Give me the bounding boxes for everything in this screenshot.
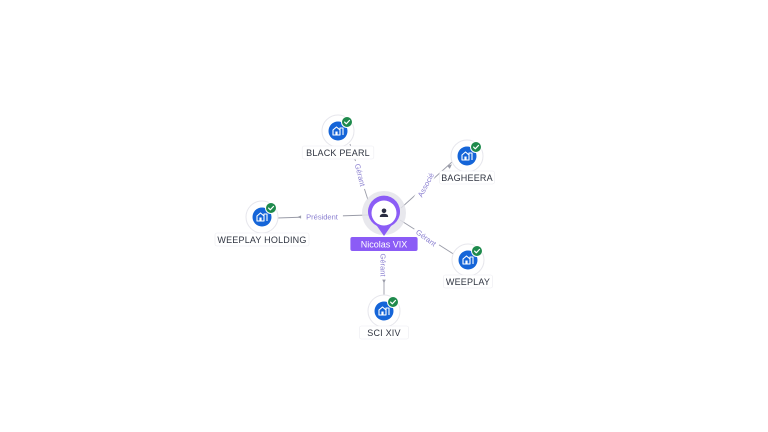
edge-weeplay-holding: Président <box>276 212 369 222</box>
edge-label-bagheera: Associé <box>413 167 438 202</box>
company-node-bagheera[interactable] <box>450 139 484 173</box>
company-name: WEEPLAY <box>446 277 490 287</box>
building-icon <box>462 255 474 265</box>
edge-relation-label: Associé <box>416 171 436 198</box>
company-label-weeplay[interactable]: WEEPLAY <box>443 274 493 289</box>
person-icon <box>379 208 389 217</box>
company-node-weeplay[interactable] <box>451 243 485 277</box>
company-label-weeplay-holding[interactable]: WEEPLAY HOLDING <box>214 232 310 247</box>
center-node[interactable]: Nicolas VIX <box>350 191 418 251</box>
company-node-weeplay-holding[interactable] <box>245 200 279 234</box>
nodes-layer: BLACK PEARL BAGHEERA WEEPLAY HOLDING WEEPLA… <box>214 114 495 340</box>
verified-check-icon <box>341 116 353 128</box>
company-label-sci-xiv[interactable]: SCI XIV <box>359 325 409 340</box>
company-node-black-pearl[interactable] <box>321 114 355 148</box>
building-icon <box>332 126 344 136</box>
edge-relation-label: Gérant <box>379 254 388 278</box>
verified-check-icon <box>265 202 277 214</box>
person-label[interactable]: Nicolas VIX <box>350 237 418 251</box>
edge-relation-label: Gérant <box>353 163 368 188</box>
company-node-sci-xiv[interactable] <box>367 294 401 328</box>
edge-label-black-pearl: Gérant <box>352 159 369 191</box>
company-name: WEEPLAY HOLDING <box>217 235 306 245</box>
edge-arrow <box>447 164 452 169</box>
company-label-bagheera[interactable]: BAGHEERA <box>439 170 495 185</box>
edge-relation-label: Président <box>306 213 339 222</box>
person-name: Nicolas VIX <box>361 239 408 249</box>
company-name: BAGHEERA <box>441 173 493 183</box>
verified-check-icon <box>470 141 482 153</box>
company-label-black-pearl[interactable]: BLACK PEARL <box>301 145 375 160</box>
building-icon <box>256 212 268 222</box>
edge-bagheera: Associé <box>400 161 453 209</box>
edge-label-weeplay-holding: Président <box>301 212 343 222</box>
edge-arrow <box>297 215 302 219</box>
edge-arrow <box>382 279 386 284</box>
company-name: SCI XIV <box>367 328 400 338</box>
edge-label-sci-xiv: Gérant <box>379 250 388 280</box>
building-icon <box>461 151 473 161</box>
verified-check-icon <box>387 296 399 308</box>
building-icon <box>378 306 390 316</box>
company-name: BLACK PEARL <box>306 148 370 158</box>
verified-check-icon <box>471 245 483 257</box>
edge-sci-xiv: Gérant <box>379 250 388 296</box>
